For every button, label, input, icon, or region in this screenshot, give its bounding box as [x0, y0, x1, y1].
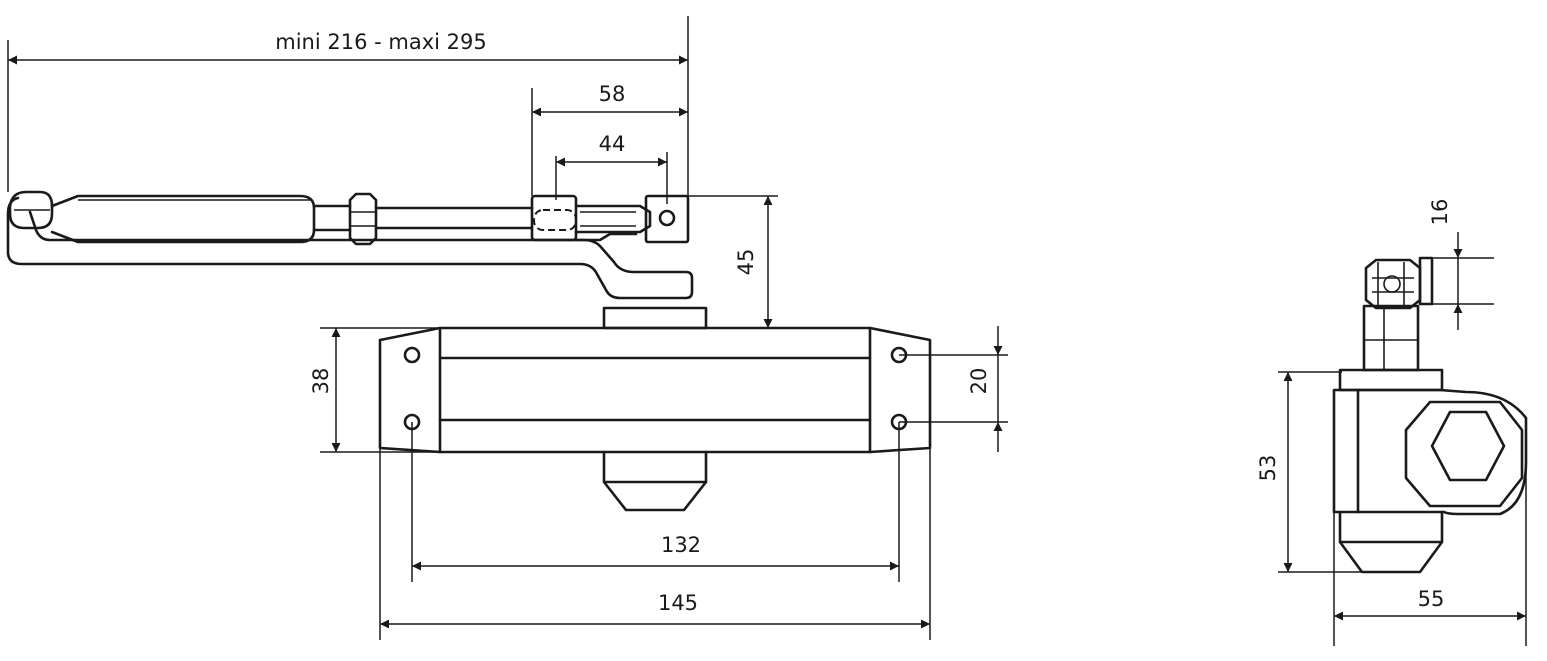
link-bar — [574, 204, 652, 234]
mount-holes — [403, 346, 908, 431]
arm-end-knuckle — [8, 190, 54, 230]
side-shaft — [1362, 304, 1420, 372]
bottom-cap — [602, 450, 708, 512]
front-view — [6, 190, 932, 512]
side-view — [1332, 256, 1528, 574]
dim-side-depth: 55 — [1418, 587, 1445, 611]
pinion-boss — [602, 306, 708, 330]
closer-body — [378, 326, 932, 454]
dim-hole-spacing-v: 20 — [967, 368, 991, 395]
dim-arm-slot: 44 — [599, 132, 626, 156]
dim-arm-span: mini 216 - maxi 295 — [275, 30, 486, 54]
dim-body-height: 38 — [309, 368, 333, 395]
front-dimensions — [7, 16, 1008, 640]
dim-side-height: 53 — [1256, 455, 1280, 482]
arm-assembly — [6, 190, 694, 300]
side-bottom-cap — [1338, 510, 1444, 574]
adjust-nut — [348, 192, 378, 246]
adjuster-clamp — [530, 194, 578, 242]
dimension-labels: mini 216 - maxi 295 58 44 45 38 20 132 1… — [275, 30, 1452, 615]
side-hex-nut — [1430, 410, 1506, 482]
body-outline — [378, 326, 932, 454]
side-arm-pivot — [1364, 258, 1422, 310]
dim-hole-spacing-h: 132 — [661, 533, 701, 557]
side-octagon — [1404, 400, 1524, 508]
side-dimensions — [1278, 232, 1527, 646]
arm-sleeve — [50, 194, 316, 244]
side-body — [1332, 388, 1528, 516]
dim-arm-adjust: 58 — [599, 82, 626, 106]
dim-body-length: 145 — [658, 591, 698, 615]
dim-shaft-height: 16 — [1428, 199, 1452, 226]
dim-arm-height: 45 — [734, 249, 758, 276]
